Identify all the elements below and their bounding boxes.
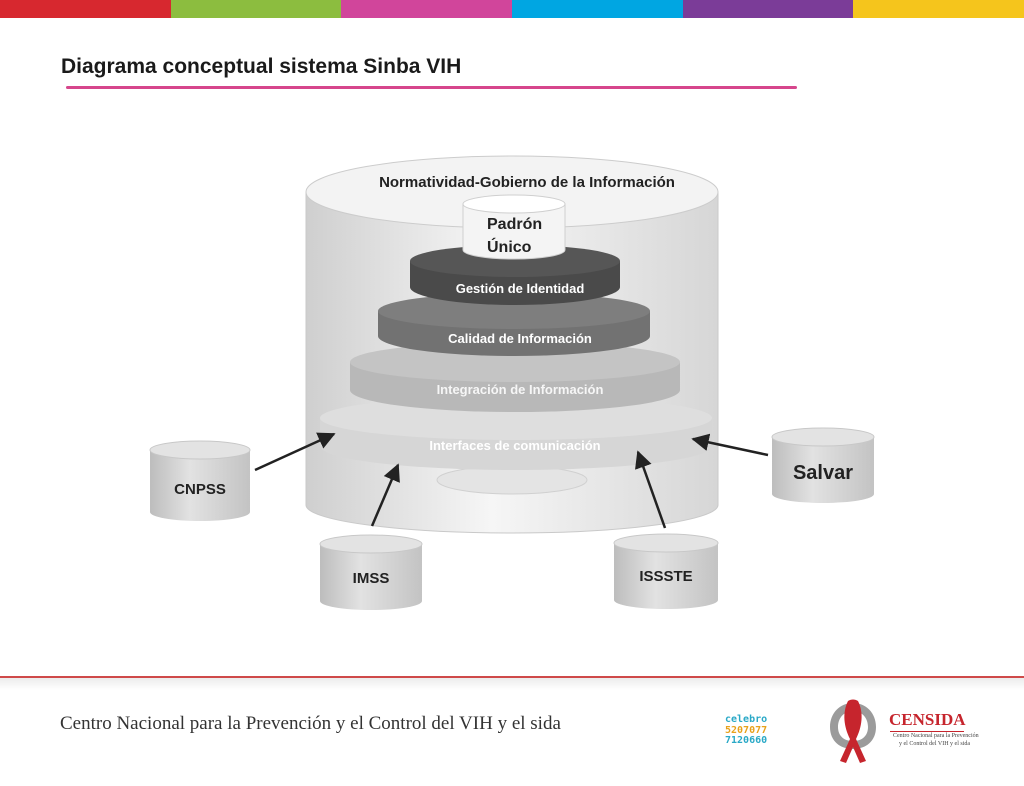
layer-gestion bbox=[410, 245, 620, 305]
source-label-salvar: Salvar bbox=[793, 462, 853, 484]
title-underline bbox=[66, 86, 797, 89]
celebrate-logo-digits1: 5207077 bbox=[725, 725, 767, 736]
source-db-issste: ISSSTE bbox=[613, 533, 719, 609]
source-db-salvar: Salvar bbox=[771, 427, 875, 503]
source-label-cnpss: CNPSS bbox=[174, 481, 226, 498]
band-segment-red bbox=[0, 0, 171, 18]
padron-unico-cylinder bbox=[462, 194, 566, 260]
band-segment-blue bbox=[512, 0, 683, 18]
source-label-issste: ISSSTE bbox=[639, 568, 692, 585]
censida-name: CENSIDA bbox=[889, 710, 966, 729]
slide-title: Diagrama conceptual sistema Sinba VIH bbox=[61, 55, 462, 78]
source-db-cnpss: CNPSS bbox=[149, 440, 251, 521]
layer-label-integracion: Integración de Información bbox=[437, 382, 604, 397]
band-segment-yellow bbox=[853, 0, 1024, 18]
celebrate-logo: celebro 5207077 7120660 bbox=[724, 713, 802, 745]
layer-label-interfaces: Interfaces de comunicación bbox=[429, 438, 600, 453]
censida-divider bbox=[890, 731, 964, 732]
source-label-imss: IMSS bbox=[353, 570, 390, 587]
layer-label-calidad: Calidad de Información bbox=[448, 331, 592, 346]
censida-subtitle-line2: y el Control del VIH y el sida bbox=[899, 741, 971, 747]
padron-label-line2: Único bbox=[487, 237, 532, 256]
inner-base-disc bbox=[436, 465, 588, 495]
arrow-cnpss-to-interfaces bbox=[254, 432, 336, 472]
footer-text: Centro Nacional para la Prevención y el … bbox=[60, 713, 561, 734]
padron-label-line1: Padrón bbox=[487, 216, 542, 233]
layer-calidad bbox=[378, 293, 650, 356]
arrow-imss-to-interfaces bbox=[370, 463, 400, 527]
censida-ribbon-icon bbox=[830, 699, 876, 763]
censida-subtitle-line1: Centro Nacional para la Prevención bbox=[893, 733, 979, 739]
top-color-band bbox=[0, 0, 1024, 18]
sinba-conceptual-diagram: Normatividad-Gobierno de la Información … bbox=[149, 155, 875, 610]
celebrate-logo-text: celebro bbox=[725, 714, 767, 725]
arrow-issste-to-interfaces bbox=[635, 450, 667, 529]
band-segment-purple bbox=[682, 0, 854, 18]
footer-band bbox=[0, 676, 1024, 690]
layer-label-gestion: Gestión de Identidad bbox=[456, 281, 585, 296]
band-segment-pink bbox=[341, 0, 513, 18]
arrow-salvar-to-interfaces bbox=[691, 433, 769, 457]
band-segment-green bbox=[170, 0, 342, 18]
celebrate-logo-digits2: 7120660 bbox=[725, 735, 767, 745]
source-db-imss: IMSS bbox=[319, 534, 423, 610]
outer-label: Normatividad-Gobierno de la Información bbox=[379, 174, 675, 191]
